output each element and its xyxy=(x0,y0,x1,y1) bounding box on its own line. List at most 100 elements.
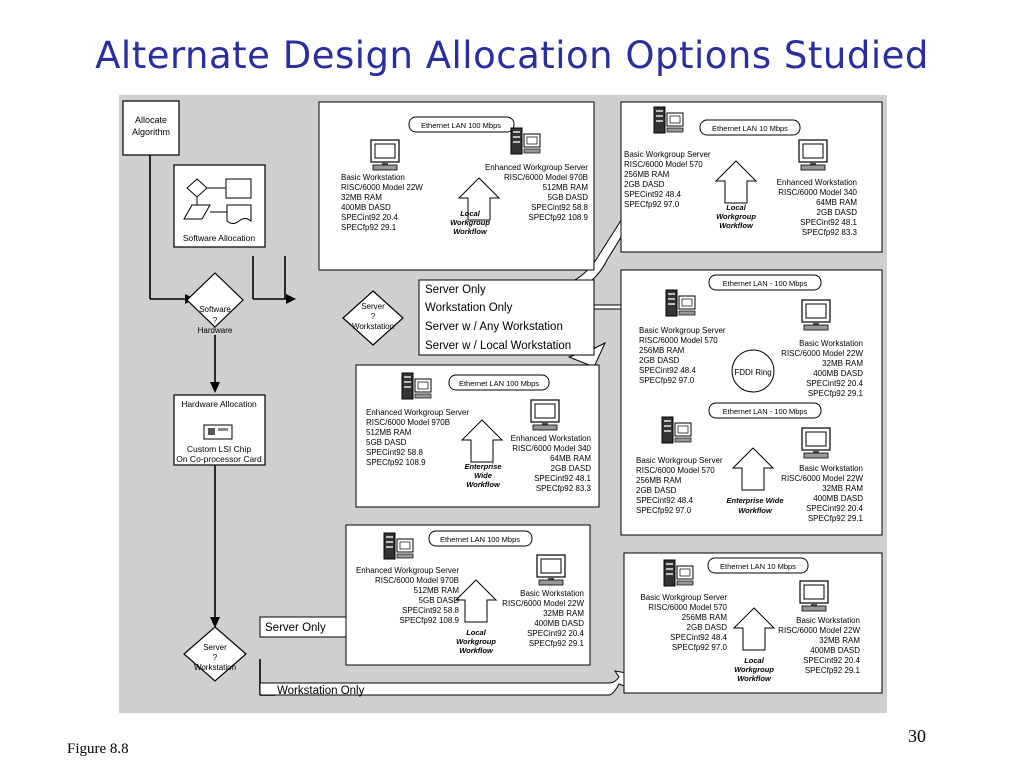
decision3-line1: Server xyxy=(203,643,227,652)
option-server-only: Server Only xyxy=(425,284,486,296)
spec-line: 256MB RAM xyxy=(682,613,728,622)
spec-line: 5GB DASD xyxy=(419,596,460,605)
spec-line: 2GB DASD xyxy=(687,623,728,632)
allocation-diagram: Allocate Algorithm Software Allocation S… xyxy=(119,95,887,713)
spec-line: RISC/6000 Model 22W xyxy=(781,474,863,483)
p5-workflow-3: Workflow xyxy=(459,646,494,655)
spec-line: RISC/6000 Model 22W xyxy=(341,183,423,192)
spec-line: 32MB RAM xyxy=(543,609,584,618)
spec-line: Enhanced Workstation xyxy=(777,178,857,187)
p2-workflow-1: Local xyxy=(726,203,747,212)
decision2-line1: Server xyxy=(361,302,385,311)
custom-chip-line2: On Co-processor Card xyxy=(176,454,262,464)
p6-workflow-3: Workflow xyxy=(737,674,772,683)
p5-workflow-2: Workgroup xyxy=(456,637,496,646)
p3-server-spec: Enhanced Workgroup Server RISC/6000 Mode… xyxy=(366,408,469,467)
decision1-line2: ? xyxy=(213,316,218,325)
p4-ws-top-spec: Basic Workstation RISC/6000 Model 22W 32… xyxy=(781,339,863,398)
spec-line: 400MB DASD xyxy=(813,369,863,378)
p4-ring: FDDI Ring xyxy=(734,368,771,377)
spec-line: SPECint92 48.4 xyxy=(624,190,681,199)
spec-line: 512MB RAM xyxy=(543,183,589,192)
spec-line: 2GB DASD xyxy=(624,180,665,189)
fddi-ring xyxy=(731,349,775,393)
spec-line: RISC/6000 Model 22W xyxy=(502,599,584,608)
spec-line: SPECint92 48.1 xyxy=(800,218,857,227)
spec-line: 400MB DASD xyxy=(813,494,863,503)
workstation-icon xyxy=(801,299,831,331)
spec-line: SPECfp92 29.1 xyxy=(808,389,864,398)
spec-line: 32MB RAM xyxy=(341,193,382,202)
spec-line: SPECfp92 29.1 xyxy=(808,514,864,523)
spec-line: RISC/6000 Model 570 xyxy=(648,603,727,612)
spec-line: Enhanced Workgroup Server xyxy=(356,566,459,575)
spec-line: Basic Workstation xyxy=(799,339,863,348)
decision3-line3: Workstation xyxy=(194,663,236,672)
spec-line: 2GB DASD xyxy=(639,356,680,365)
software-allocation-label: Software Allocation xyxy=(183,233,256,243)
p1-workflow-1: Local xyxy=(460,209,481,218)
allocate-label: Allocate xyxy=(135,115,167,125)
spec-line: 5GB DASD xyxy=(366,438,407,447)
p4-lan-bottom: Ethernet LAN - 100 Mbps xyxy=(723,407,808,416)
option-server-local-ws: Server w / Local Workstation xyxy=(425,340,571,352)
spec-line: SPECint92 48.4 xyxy=(639,366,696,375)
options-arrows xyxy=(418,186,650,368)
lan-cylinder xyxy=(408,116,515,133)
decision1-line1: Software xyxy=(199,305,231,314)
decision-software-hardware xyxy=(186,272,244,328)
spec-line: SPECint92 58.8 xyxy=(402,606,459,615)
p4-workflow-1: Enterprise Wide xyxy=(726,496,783,505)
page-number: 30 xyxy=(908,726,926,746)
spec-line: SPECint92 20.4 xyxy=(803,656,860,665)
spec-line: RISC/6000 Model 22W xyxy=(781,349,863,358)
spec-line: RISC/6000 Model 970B xyxy=(366,418,450,427)
allocate-algorithm-box xyxy=(122,100,180,156)
spec-line: SPECint92 20.4 xyxy=(806,504,863,513)
flowchart-icon xyxy=(183,178,252,224)
spec-line: 512MB RAM xyxy=(414,586,460,595)
spec-line: Enhanced Workgroup Server xyxy=(366,408,469,417)
spec-line: Basic Workgroup Server xyxy=(640,593,727,602)
p6-workstation-spec: Basic Workstation RISC/6000 Model 22W 32… xyxy=(778,616,860,675)
workstation-icon xyxy=(798,139,828,171)
workstation-icon xyxy=(801,427,831,459)
decision3-line2: ? xyxy=(213,653,218,662)
spec-line: 2GB DASD xyxy=(817,208,858,217)
spec-line: Basic Workgroup Server xyxy=(624,150,711,159)
p1-workflow-2: Workgroup xyxy=(450,218,490,227)
p5-lan: Ethernet LAN 100 Mbps xyxy=(440,535,520,544)
spec-line: SPECint92 58.8 xyxy=(366,448,423,457)
p5-workflow-1: Local xyxy=(466,628,487,637)
spec-line: 64MB RAM xyxy=(816,198,857,207)
lan-cylinder xyxy=(708,274,822,291)
workstation-icon xyxy=(530,399,560,431)
spec-line: 256MB RAM xyxy=(639,346,685,355)
spec-line: RISC/6000 Model 970B xyxy=(504,173,588,182)
decision2-line2: ? xyxy=(371,312,376,321)
spec-line: RISC/6000 Model 570 xyxy=(624,160,703,169)
p1-lan: Ethernet LAN 100 Mbps xyxy=(421,121,501,130)
decision-server-workstation xyxy=(342,290,404,346)
workstation-icon xyxy=(536,554,566,586)
spec-line: SPECfp92 29.1 xyxy=(529,639,585,648)
spec-line: SPECfp92 97.0 xyxy=(636,506,692,515)
p3-workflow-3: Workflow xyxy=(466,480,501,489)
lan-cylinder xyxy=(699,119,801,136)
decision-server-workstation-2 xyxy=(183,626,247,682)
spec-line: SPECfp92 29.1 xyxy=(341,223,397,232)
p2-workflow-3: Workflow xyxy=(719,221,754,230)
p2-lan: Ethernet LAN 10 Mbps xyxy=(712,124,788,133)
p3-workflow-2: Wide xyxy=(474,471,492,480)
p2-workflow-2: Workgroup xyxy=(716,212,756,221)
p6-server-spec: Basic Workgroup Server RISC/6000 Model 5… xyxy=(640,593,727,652)
spec-line: SPECint92 48.4 xyxy=(670,633,727,642)
spec-line: Basic Workstation xyxy=(799,464,863,473)
lan-cylinder xyxy=(428,530,533,547)
spec-line: SPECfp92 108.9 xyxy=(399,616,459,625)
p1-workflow-3: Workflow xyxy=(453,227,488,236)
spec-line: RISC/6000 Model 570 xyxy=(636,466,715,475)
spec-line: RISC/6000 Model 340 xyxy=(512,444,591,453)
p3-workflow-1: Enterprise xyxy=(464,462,501,471)
spec-line: 2GB DASD xyxy=(551,464,592,473)
